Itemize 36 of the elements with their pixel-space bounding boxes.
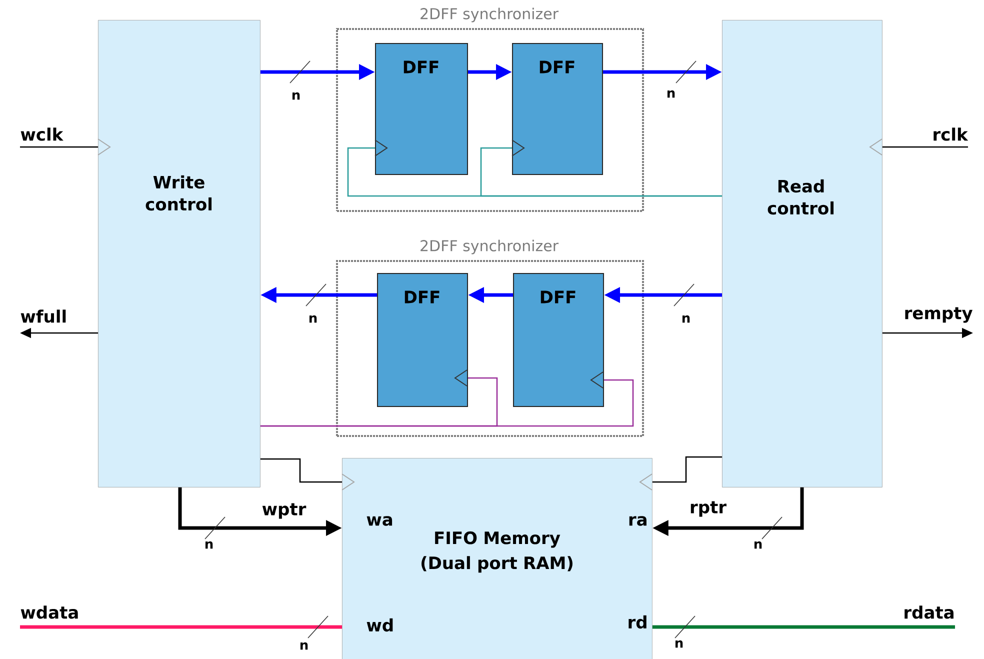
port-label: wa bbox=[366, 516, 392, 526]
signal-label: wfull bbox=[20, 310, 66, 323]
clock-line bbox=[869, 138, 968, 156]
bus-width-mark: n bbox=[674, 284, 694, 323]
flip-flop-block: DFF bbox=[513, 273, 604, 407]
bus-width-mark: n bbox=[754, 516, 782, 549]
clock-line bbox=[260, 372, 634, 427]
signal-label: rdata bbox=[904, 606, 954, 619]
clock-line bbox=[260, 458, 355, 490]
control-block: Read control bbox=[722, 20, 882, 488]
signal-label: rclk bbox=[934, 128, 968, 141]
signal-label: wptr bbox=[260, 502, 308, 520]
bus-width-mark: n bbox=[306, 284, 326, 323]
node-label: 2DFF synchronizer bbox=[420, 8, 559, 22]
port-label: rd bbox=[628, 615, 646, 629]
port-label: wd bbox=[366, 618, 393, 632]
signal-label: wdata bbox=[20, 606, 78, 619]
flip-flop-block: DFF bbox=[375, 43, 468, 175]
signal-label: rempty bbox=[905, 307, 972, 323]
clock-line bbox=[20, 138, 111, 156]
connector-line bbox=[652, 625, 956, 629]
control-block: Write control bbox=[98, 20, 260, 488]
bus-width-mark: n bbox=[204, 516, 226, 549]
signal-label: wclk bbox=[20, 128, 64, 141]
flip-flop-block: DFF bbox=[377, 273, 468, 407]
bus-width-mark: n bbox=[674, 616, 696, 648]
connector-line bbox=[20, 625, 342, 629]
clock-line bbox=[480, 140, 722, 197]
flip-flop-block: DFF bbox=[512, 43, 603, 175]
clock-line bbox=[639, 456, 722, 490]
bus-width-mark: n bbox=[667, 60, 696, 98]
bus-width-mark: n bbox=[290, 60, 310, 100]
signal-label: rptr bbox=[688, 500, 728, 518]
bus-width-mark: n bbox=[300, 616, 328, 650]
node-label: 2DFF synchronizer bbox=[420, 240, 559, 254]
port-label: ra bbox=[629, 516, 646, 526]
